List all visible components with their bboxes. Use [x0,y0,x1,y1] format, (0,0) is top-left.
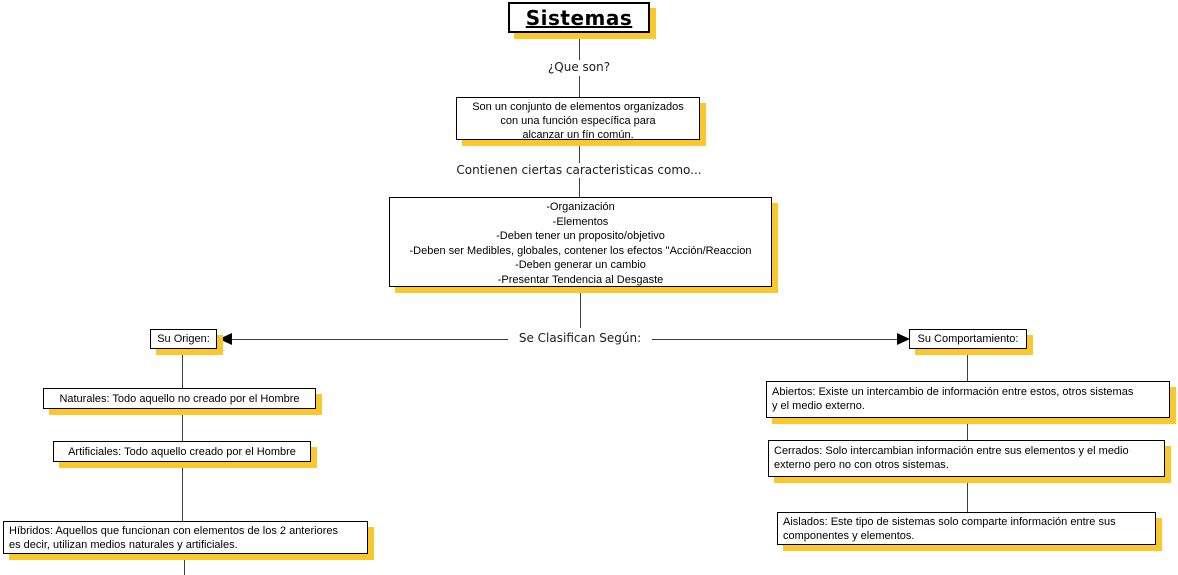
link-label-se-clasifican[interactable]: Se Clasifican Según: [518,331,642,345]
connector-line [579,178,580,197]
arrowhead-left-icon [219,333,232,345]
connector-line [579,76,580,97]
connector-line [579,33,580,60]
connector-line [579,140,580,163]
node-naturales[interactable]: Naturales: Todo aquello no creado por el… [43,388,316,409]
node-hibridos[interactable]: Híbridos: Aquellos que funcionan con ele… [3,521,368,554]
node-caracteristicas-lista[interactable]: -Organización -Elementos -Deben tener un… [389,197,772,287]
connector-line [580,293,581,328]
connector-line [652,339,897,340]
node-su-comportamiento[interactable]: Su Comportamiento: [909,329,1027,349]
node-sistemas-title[interactable]: Sistemas [508,2,650,33]
link-label-caracteristicas[interactable]: Contienen ciertas caracteristicas como..… [456,163,702,177]
connector-line [184,554,185,575]
connector-line [182,409,183,441]
node-aislados[interactable]: Aislados: Este tipo de sistemas solo com… [777,512,1156,545]
link-label-que-son[interactable]: ¿Que son? [547,60,611,74]
node-cerrados[interactable]: Cerrados: Solo intercambian información … [768,440,1165,477]
node-artificiales[interactable]: Artificiales: Todo aquello creado por el… [53,441,311,462]
connector-line [232,339,508,340]
node-su-origen[interactable]: Su Origen: [150,329,217,349]
connector-line [967,417,968,440]
connector-line [967,349,968,382]
arrowhead-right-icon [897,333,910,345]
node-abiertos[interactable]: Abiertos: Existe un intercambio de infor… [766,381,1170,418]
connector-line [182,462,183,521]
connector-line [182,349,183,388]
connector-line [967,476,968,512]
node-definicion[interactable]: Son un conjunto de elementos organizados… [456,97,700,141]
